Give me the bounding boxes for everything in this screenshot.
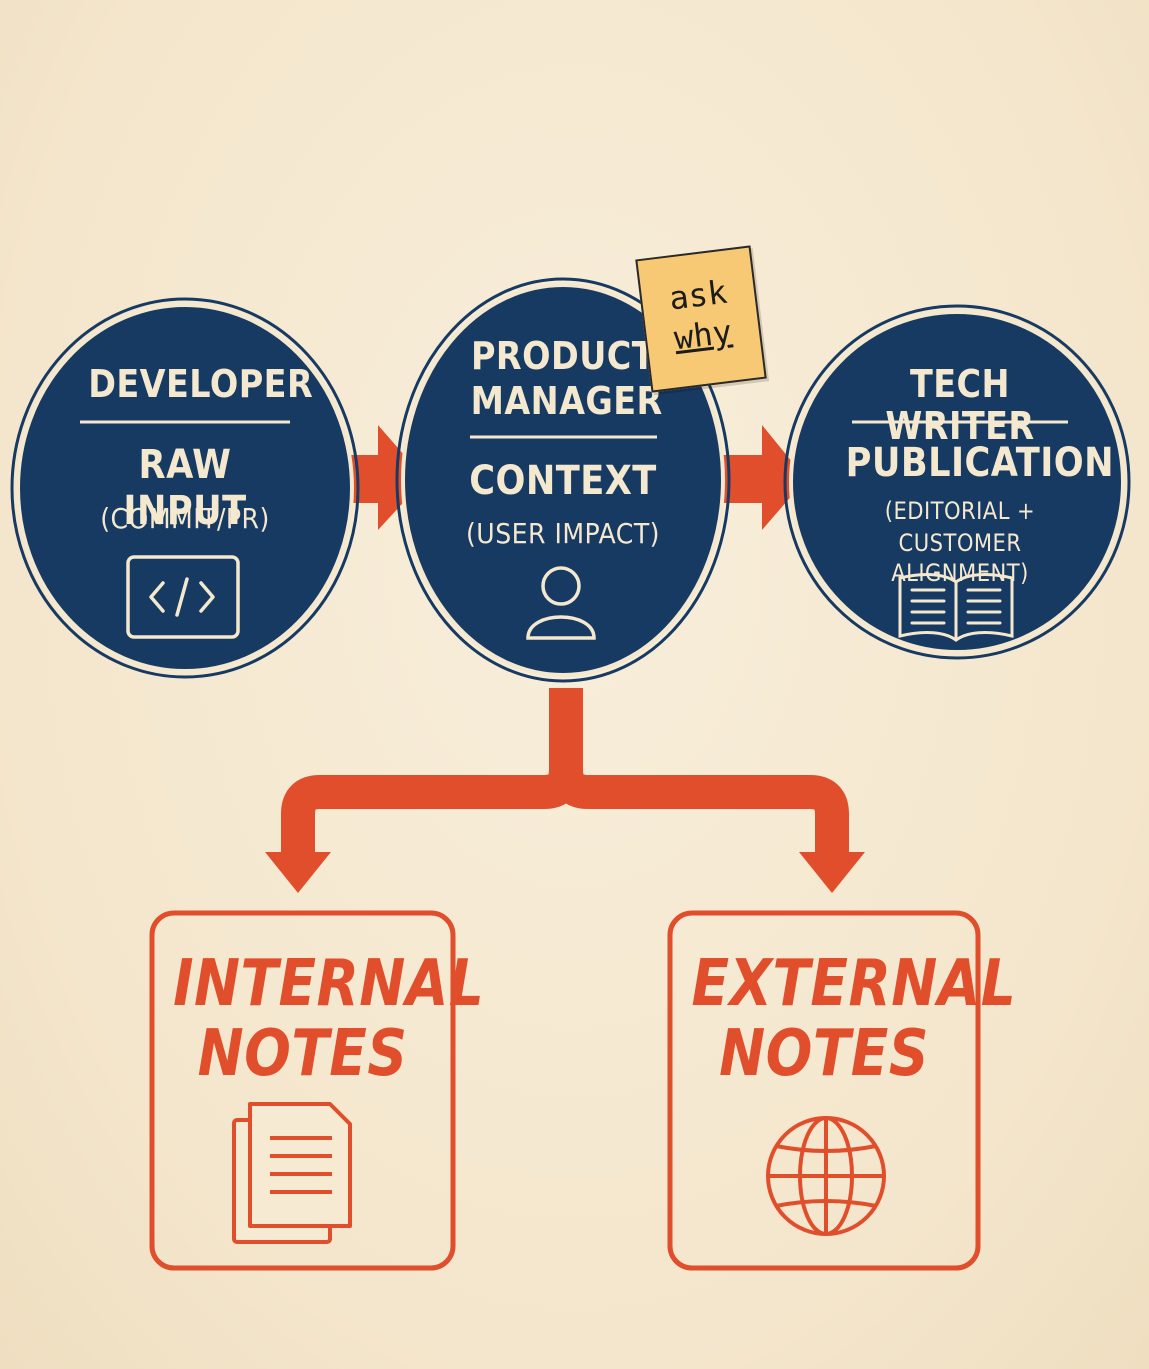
pm-role-line2: MANAGER — [470, 379, 663, 423]
writer-detail-line2: CUSTOMER ALIGNMENT) — [891, 529, 1029, 587]
developer-node — [16, 303, 354, 673]
product-manager-node — [401, 283, 725, 677]
documents-icon — [232, 1102, 352, 1244]
branch-connector — [281, 688, 849, 855]
arrow-to-external — [799, 852, 865, 893]
pm-stage-label: CONTEXT — [469, 458, 657, 504]
developer-stage-label: RAW INPUT — [123, 442, 247, 534]
developer-detail-label: (COMMIT/PR) — [100, 502, 270, 535]
internal-notes-box — [149, 910, 456, 1271]
external-notes-box — [667, 910, 981, 1271]
internal-notes-line2: NOTES — [197, 1017, 408, 1091]
external-notes-line2: NOTES — [719, 1017, 929, 1091]
external-notes-line1: EXTERNAL — [691, 947, 1017, 1021]
writer-role-label: TECH WRITER — [885, 362, 1035, 448]
arrow-to-internal — [265, 852, 331, 893]
writer-stage-label: PUBLICATION — [845, 440, 1115, 486]
sticky-note: ask why — [635, 245, 767, 393]
writer-detail-line1: (EDITORIAL + — [884, 497, 1036, 525]
internal-notes-line1: INTERNAL — [173, 947, 485, 1021]
code-icon — [126, 555, 240, 639]
developer-role-label: DEVELOPER — [88, 362, 314, 406]
pm-detail-label: (USER IMPACT) — [466, 517, 660, 550]
tech-writer-node — [789, 310, 1125, 654]
pm-role-line1: PRODUCT — [470, 334, 656, 378]
user-icon — [526, 566, 596, 640]
globe-icon — [766, 1116, 886, 1236]
book-icon — [898, 573, 1014, 642]
